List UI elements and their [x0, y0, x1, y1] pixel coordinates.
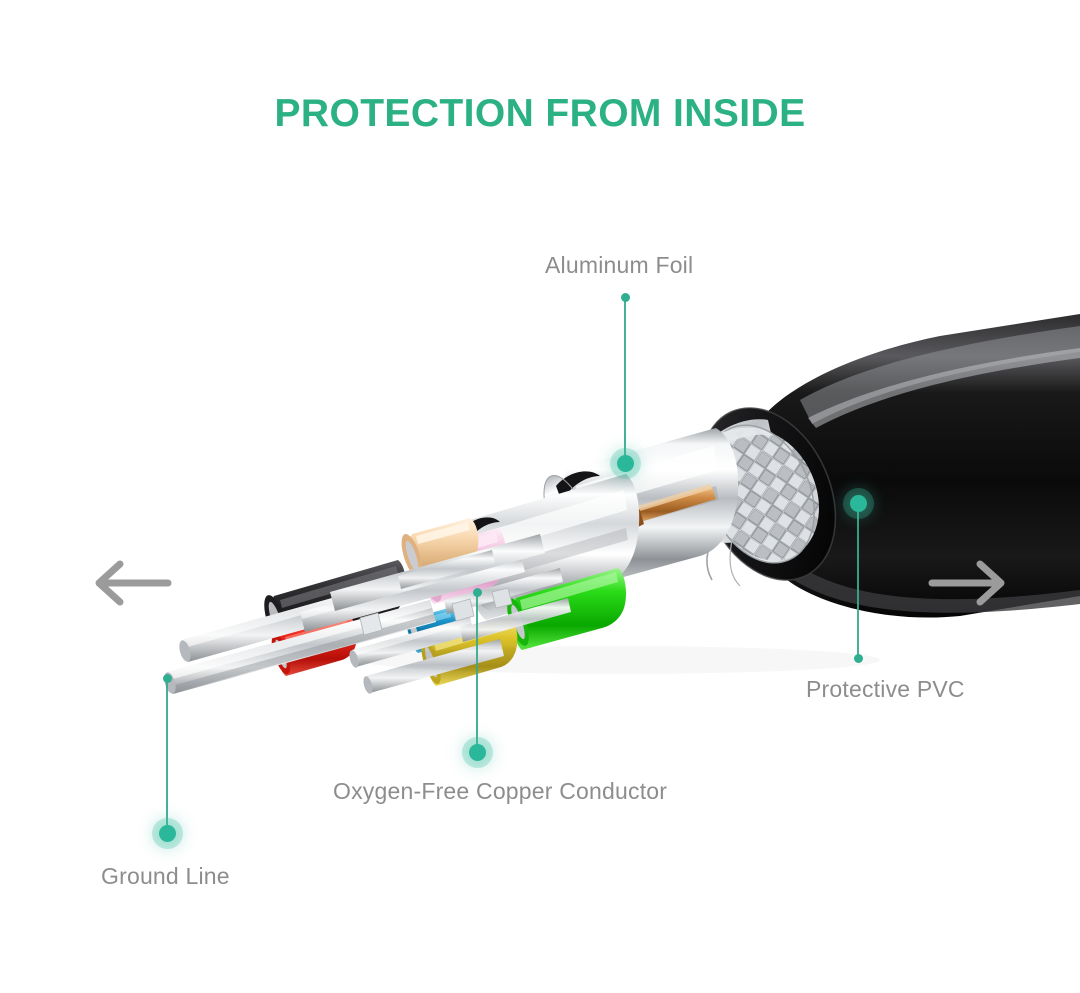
leader-dot-ground-line-target [162, 673, 172, 683]
leader-dot-protective-pvc-label-end [853, 653, 863, 663]
copper-drain-wire [636, 487, 716, 522]
leader-line-aluminum-foil [624, 297, 626, 463]
leader-line-protective-pvc [857, 503, 859, 658]
braided-shield [700, 415, 830, 587]
inner-foil-bundle-upper [452, 474, 640, 620]
ground-line-strands [164, 534, 571, 694]
leader-dot-aluminum-foil-label-end [620, 292, 630, 302]
callout-label-protective-pvc: Protective PVC [806, 676, 965, 702]
green-conductor [507, 568, 626, 650]
leader-line-ground-line [166, 678, 168, 833]
yellow-conductor [421, 617, 518, 686]
leader-dot-ground-line-label-end [158, 824, 176, 842]
pink-conductor [418, 528, 506, 604]
pvc-jacket-cut-face [699, 407, 837, 581]
pvc-jacket-group [746, 314, 1080, 618]
callout-label-aluminum-foil: Aluminum Foil [545, 252, 694, 278]
aluminum-foil-layer [543, 428, 739, 588]
arrow-right-icon [928, 558, 1010, 608]
black-conductor [264, 560, 406, 648]
arrow-left-icon [90, 558, 172, 608]
blue-conductor [406, 607, 458, 653]
peach-conductor [401, 518, 479, 582]
leader-dot-aluminum-foil-target [616, 454, 634, 472]
leader-dot-copper-conductor-target [472, 587, 482, 597]
leader-dot-protective-pvc-target [849, 494, 867, 512]
callout-label-ground-line: Ground Line [101, 863, 230, 889]
leader-dot-copper-conductor-label-end [468, 743, 486, 761]
callout-label-oxygen-free-copper-conductor: Oxygen-Free Copper Conductor [333, 778, 668, 804]
leader-line-oxygen-free-copper-conductor [476, 592, 478, 752]
red-conductor [271, 615, 357, 676]
page-title: PROTECTION FROM INSIDE [274, 92, 806, 135]
